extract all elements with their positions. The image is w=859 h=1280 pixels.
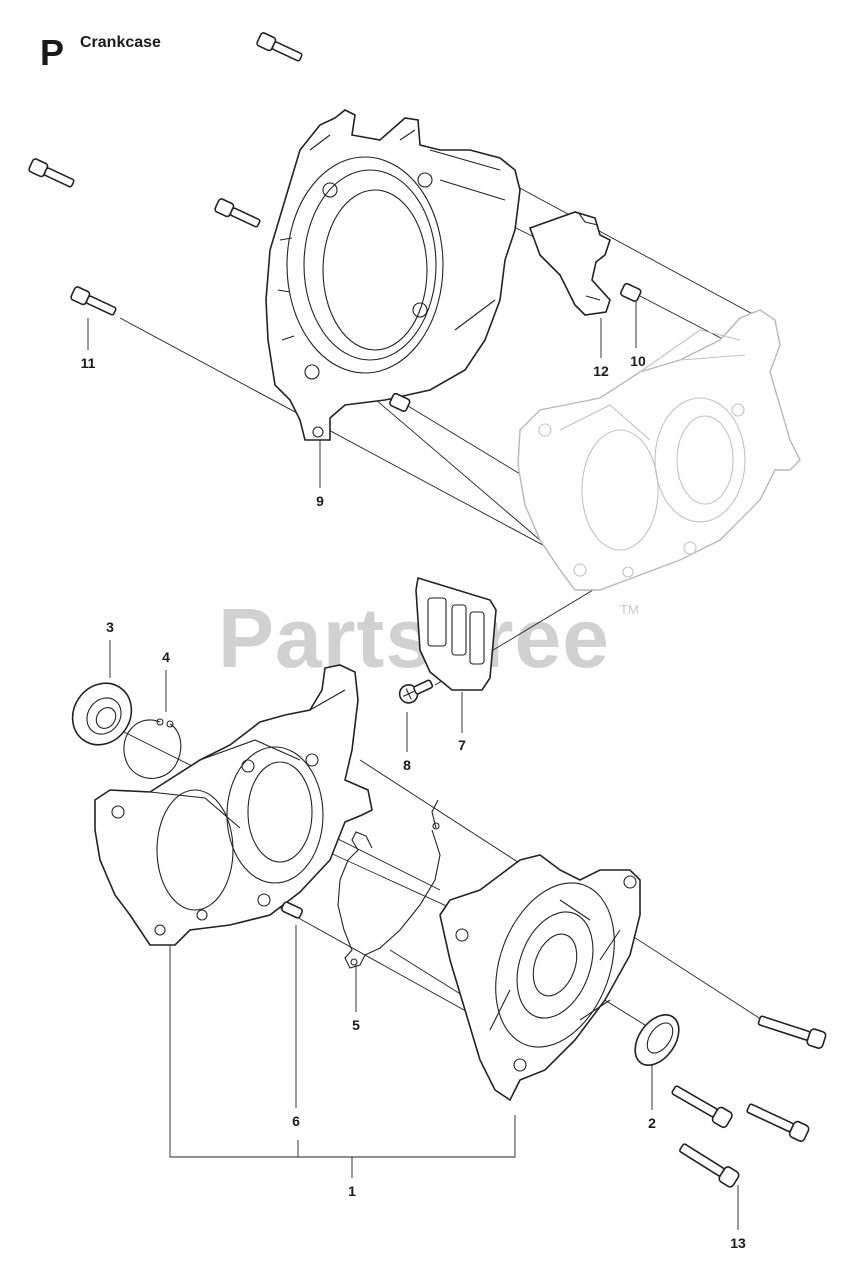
watermark: PartsTree [218, 591, 610, 685]
sleeve [389, 282, 642, 412]
callout-3: 3 [106, 619, 114, 635]
callout-10: 10 [630, 353, 646, 369]
gasket [337, 799, 441, 969]
callout-5: 5 [352, 1017, 360, 1033]
page-title: Crankcase [80, 34, 161, 51]
callout-7: 7 [458, 737, 466, 753]
fan-housing [265, 109, 521, 441]
screw-item-8 [398, 679, 434, 704]
callout-2: 2 [648, 1115, 656, 1131]
dowel-pin [281, 901, 303, 919]
callout-8: 8 [403, 757, 411, 773]
retaining-ring [123, 718, 182, 779]
callout-labels: 1 2 3 4 5 6 7 8 9 10 11 12 13 [81, 353, 746, 1251]
callout-4: 4 [162, 649, 170, 665]
screw-group-bottom [671, 1015, 827, 1188]
callout-1: 1 [348, 1183, 356, 1199]
callout-13: 13 [730, 1235, 746, 1251]
screw-group-top [28, 32, 303, 316]
section-letter: P [40, 32, 65, 73]
callout-12: 12 [593, 363, 609, 379]
crankcase-ghost-outline [517, 309, 801, 591]
crankcase-left-half [94, 664, 373, 946]
watermark-trademark: TM [620, 602, 639, 617]
clip [528, 211, 611, 316]
seal-item-2 [634, 1014, 680, 1066]
crankcase-right-half [439, 854, 641, 1102]
callout-9: 9 [316, 493, 324, 509]
callout-11: 11 [81, 355, 96, 371]
seal-item-3 [71, 682, 133, 746]
intake-gasket [415, 576, 497, 691]
callout-6: 6 [292, 1113, 300, 1129]
